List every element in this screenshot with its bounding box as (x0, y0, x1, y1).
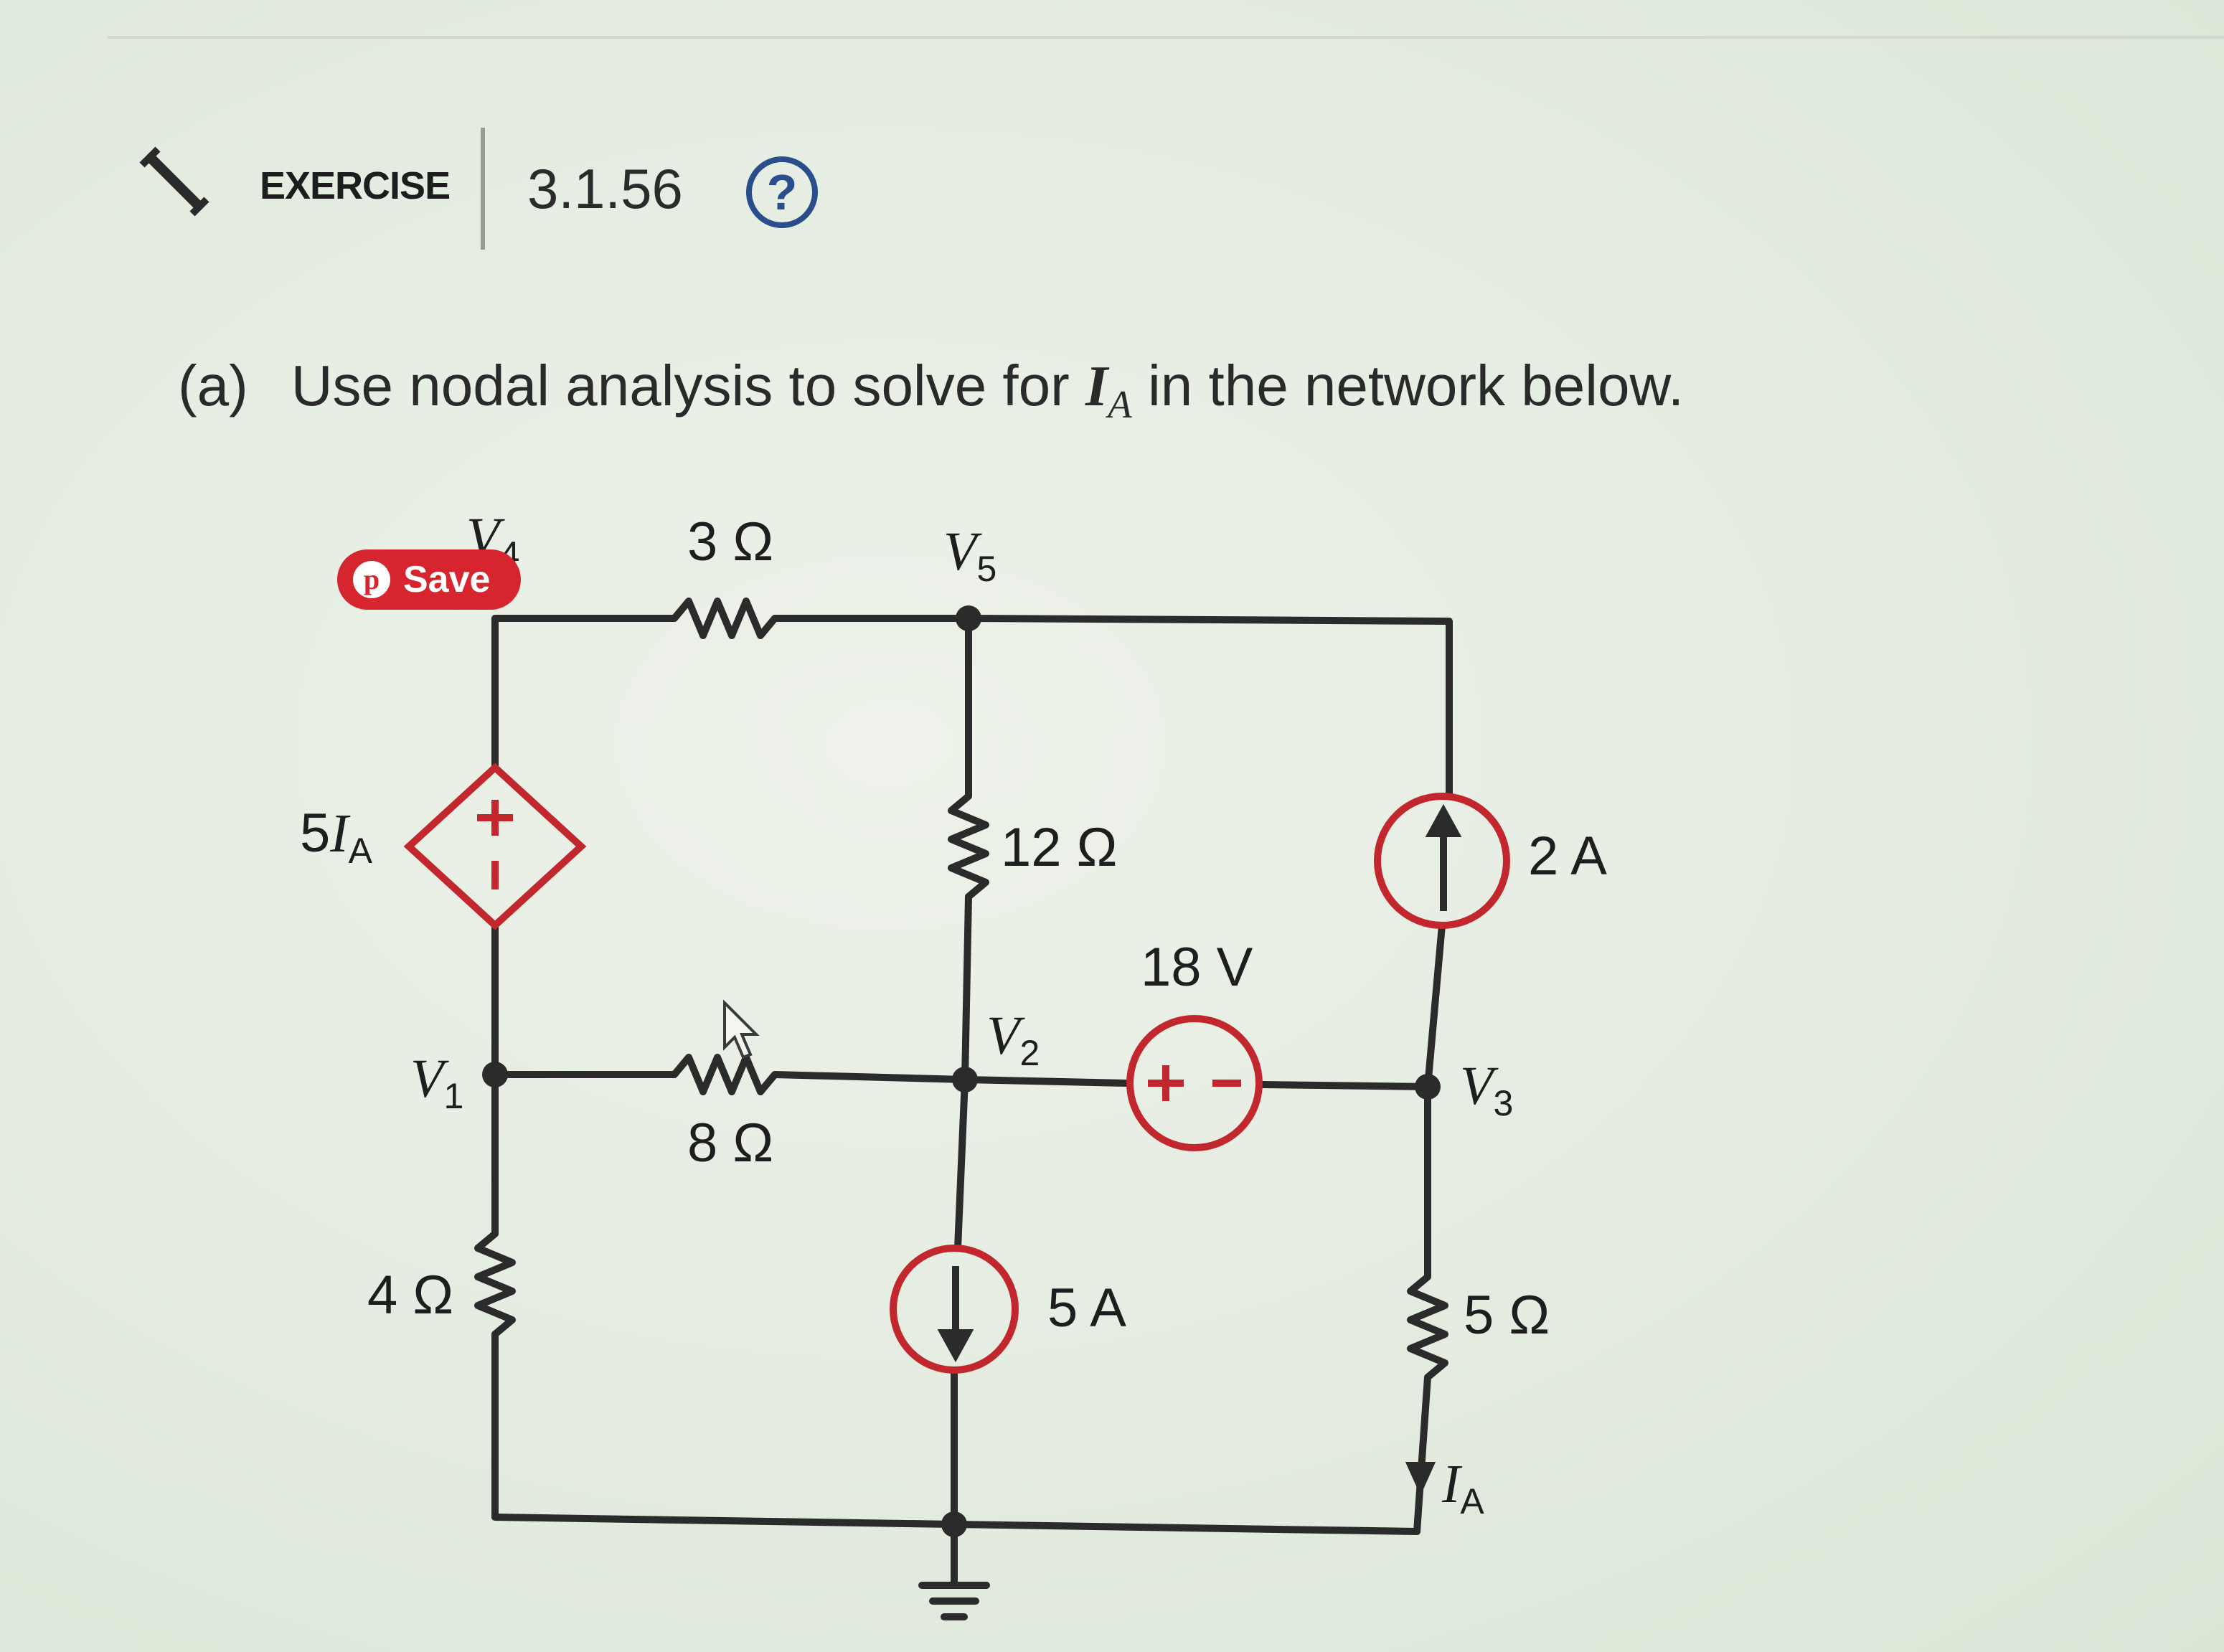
ground-icon (918, 1521, 990, 1620)
label-ia: IA (1442, 1454, 1484, 1522)
label-dependent-source: 5IA (300, 803, 372, 872)
arrow-down-head (937, 1329, 974, 1363)
voltage-source-18v (1126, 1015, 1263, 1151)
label-3ohm: 3 Ω (687, 511, 774, 572)
current-source-5a (890, 1245, 1019, 1374)
header-divider (481, 128, 485, 250)
top-divider (108, 36, 2224, 39)
label-v5: V5 (943, 521, 997, 590)
wire-18v-v3 (1259, 1081, 1431, 1090)
arrow-up-head (1425, 803, 1462, 837)
label-18v: 18 V (1141, 937, 1253, 998)
question-text-before: Use nodal analysis to solve for (291, 354, 1070, 417)
label-12ohm: 12 Ω (1001, 817, 1118, 878)
label-v3: V3 (1460, 1056, 1514, 1124)
question-text-after: in the network below. (1148, 354, 1685, 417)
wire-top (491, 598, 1453, 800)
exercise-label: EXERCISE (260, 164, 451, 207)
label-v2: V2 (986, 1006, 1040, 1074)
label-8ohm: 8 Ω (687, 1113, 774, 1174)
wire-12ohm (948, 615, 989, 1083)
save-button-label: Save (403, 559, 491, 600)
label-v1: V1 (410, 1049, 464, 1117)
node-v2 (952, 1067, 978, 1092)
wire-v2-18v (961, 1076, 1130, 1087)
label-2a: 2 A (1528, 826, 1607, 887)
pinterest-icon: p (353, 561, 390, 598)
label-5a: 5 A (1047, 1278, 1126, 1339)
node-v3 (1415, 1074, 1441, 1100)
question-part: (a) (178, 354, 248, 417)
exercise-number: 3.1.56 (527, 157, 683, 220)
dependent-plus (477, 800, 513, 836)
wire-right-mid (1424, 922, 1446, 1090)
help-icon[interactable]: ? (746, 156, 818, 228)
mouse-cursor-icon (723, 1000, 760, 1059)
node-v1 (482, 1062, 508, 1087)
wire-4ohm (474, 1071, 516, 1521)
exercise-icon (139, 146, 209, 217)
label-5ohm: 5 Ω (1464, 1285, 1550, 1346)
label-4ohm: 4 Ω (367, 1265, 454, 1326)
question-text: (a) Use nodal analysis to solve for IA in… (178, 353, 1684, 427)
voltage-plus (1148, 1065, 1184, 1101)
pinterest-save-button[interactable]: p Save (337, 549, 521, 610)
node-ground (941, 1511, 967, 1537)
wire-5ohm (1407, 1083, 1448, 1535)
question-variable: IA (1085, 355, 1132, 426)
wire-5a-top (954, 1076, 969, 1252)
node-v5 (956, 605, 981, 631)
dependent-source (403, 763, 587, 930)
wire-8ohm (491, 1054, 969, 1095)
ia-arrow-head (1405, 1462, 1436, 1496)
current-source-2a (1374, 793, 1510, 929)
